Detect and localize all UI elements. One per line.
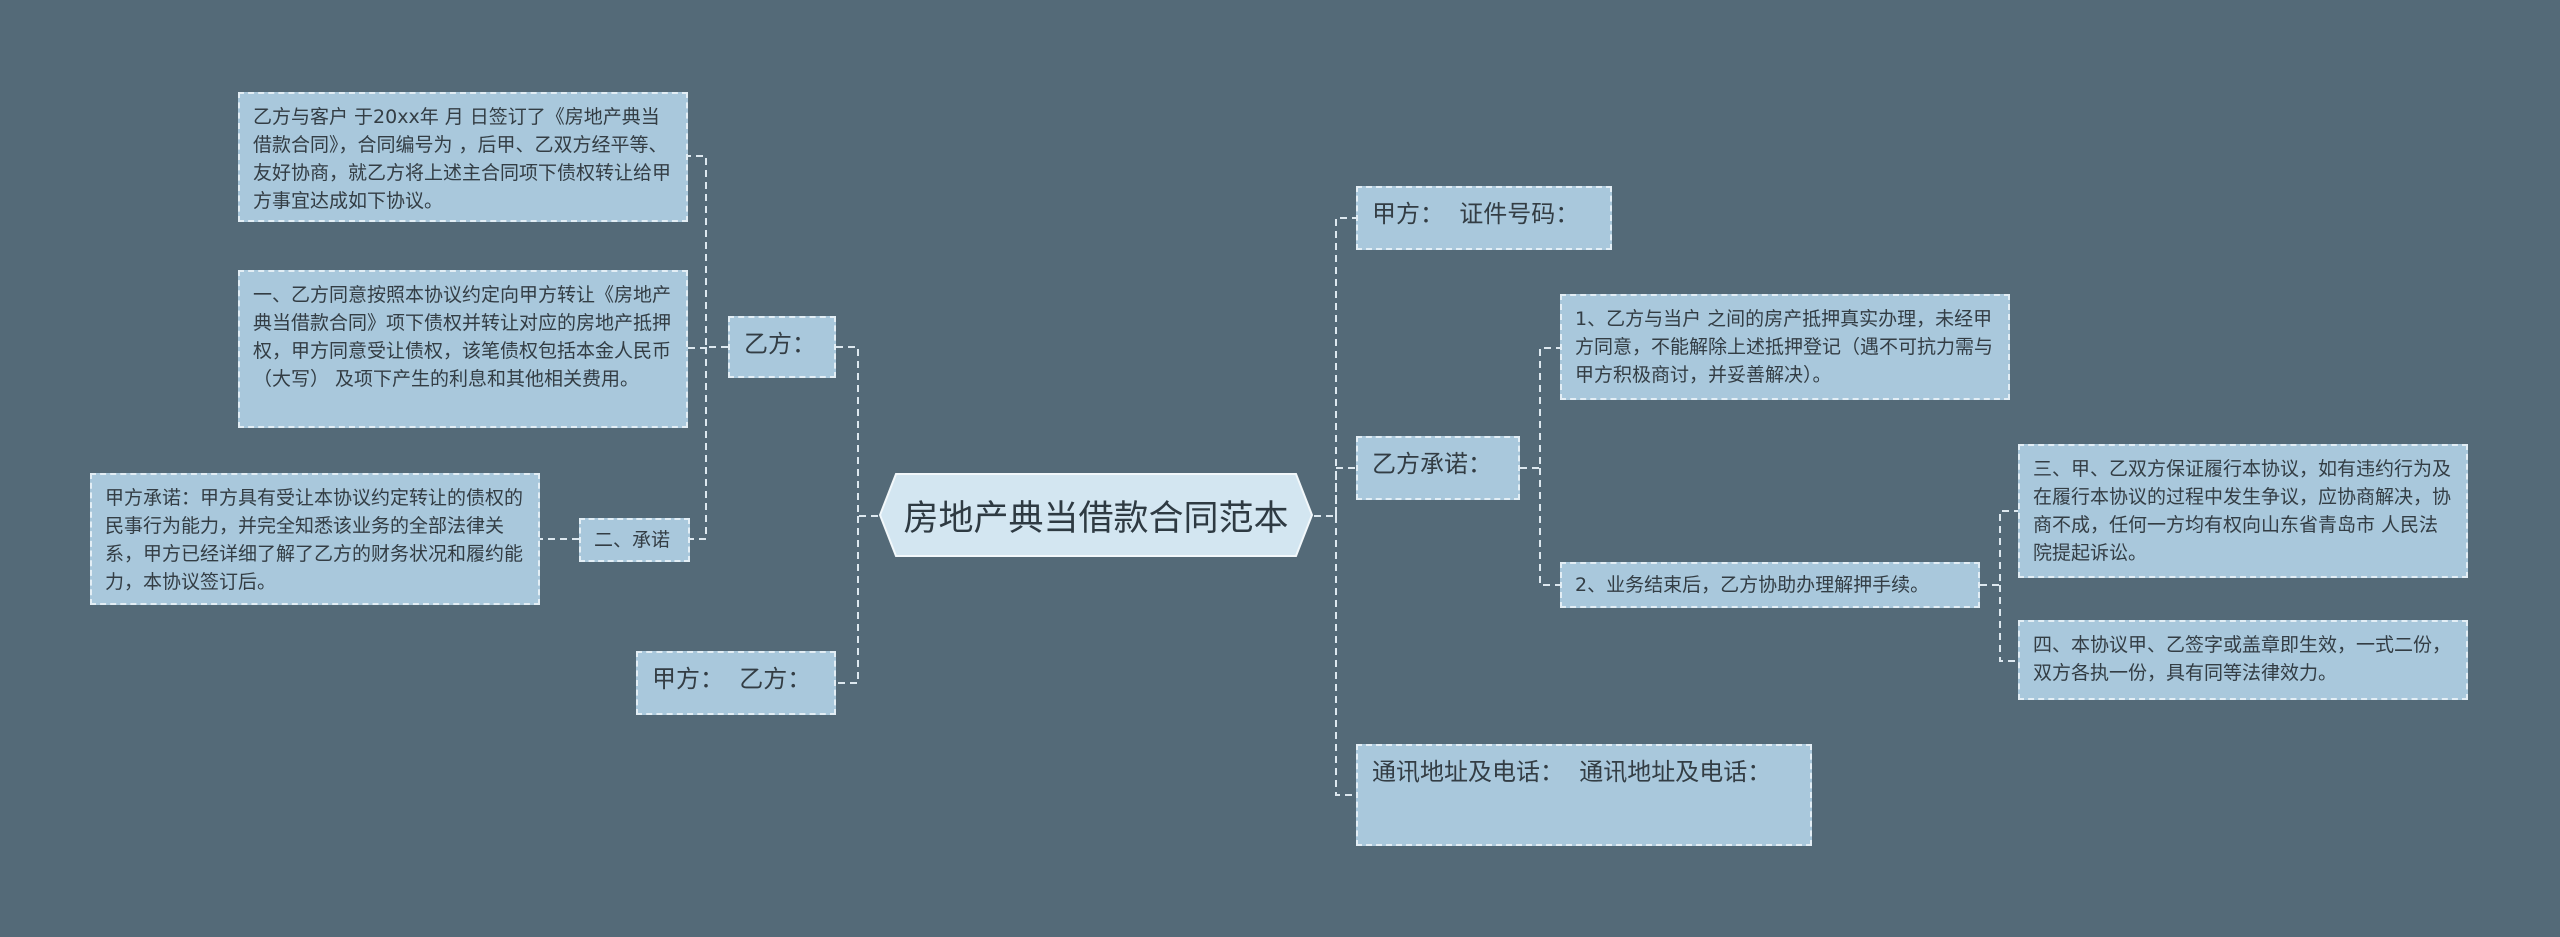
node-contact[interactable]: 通讯地址及电话： 通讯地址及电话： [1356,744,1812,846]
node-item2-sub4[interactable]: 四、本协议甲、乙签字或盖章即生效，一式二份，双方各执一份，具有同等法律效力。 [2018,620,2468,700]
node-jiafang[interactable]: 甲方： 证件号码： [1356,186,1612,250]
root-shape [878,473,1314,557]
node-intro[interactable]: 乙方与客户 于20xx年 月 日签订了《房地产典当借款合同》，合同编号为 ，后甲… [238,92,688,222]
root-node[interactable]: 房地产典当借款合同范本 [878,472,1314,558]
node-clause1[interactable]: 一、乙方同意按照本协议约定向甲方转让《房地产典当借款合同》项下债权并转让对应的房… [238,270,688,428]
connector-root-right [1314,217,1356,796]
node-item2-sub3[interactable]: 三、甲、乙双方保证履行本协议，如有违约行为及在履行本协议的过程中发生争议，应协商… [2018,444,2468,578]
root-title: 房地产典当借款合同范本 [903,498,1289,539]
node-chengnuo[interactable]: 二、承诺 [579,518,690,562]
node-yifang[interactable]: 乙方： [728,316,836,378]
connector-yifang [688,155,728,540]
node-chengnuo-detail[interactable]: 甲方承诺：甲方具有受让本协议约定转让的债权的民事行为能力，并完全知悉该业务的全部… [90,473,540,605]
node-promise-item2[interactable]: 2、业务结束后，乙方协助办理解押手续。 [1560,562,1980,608]
connector-promise [1520,347,1560,586]
node-jiayi[interactable]: 甲方： 乙方： [636,651,836,715]
node-promise-item1[interactable]: 1、乙方与当户 之间的房产抵押真实办理，未经甲方同意，不能解除上述抵押登记（遇不… [1560,294,2010,400]
connector-item2 [1980,510,2018,662]
node-yifang-promise[interactable]: 乙方承诺： [1356,436,1520,500]
connector-root-left [836,346,878,684]
